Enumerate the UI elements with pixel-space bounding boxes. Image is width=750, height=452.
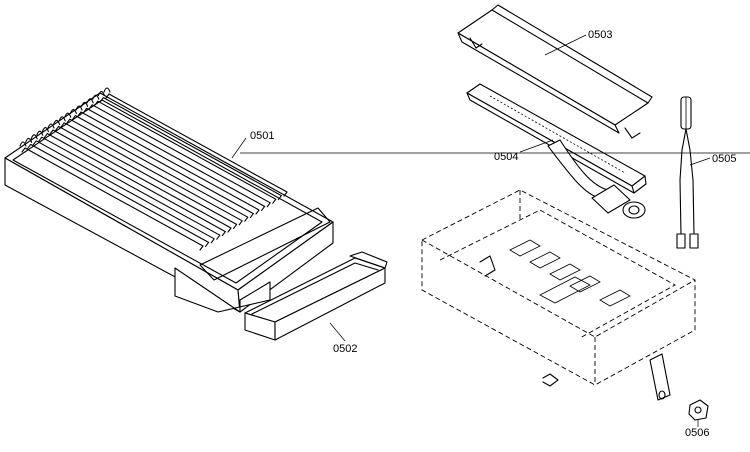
burner-box-housing [421,189,696,401]
grate-fin-curl [58,116,66,122]
grate-fin [21,147,204,251]
label-0501: 0501 [250,130,274,142]
grate-fin-curl [41,127,49,133]
grate-fin-curl [25,137,33,143]
grate-fin-curl [103,87,111,93]
grate-fin-curl [64,112,72,118]
grate-fin-curl [36,130,44,136]
grate-fin [32,140,215,244]
label-0504: 0504 [494,151,518,163]
part-0503-heat-shield[interactable] [457,4,653,139]
label-0505: 0505 [712,153,736,165]
label-0503: 0503 [588,29,612,41]
leader-0505 [689,157,711,166]
leader-0503 [544,34,587,56]
grate-fin-curl [53,119,61,125]
grate-fins [19,87,288,251]
grate-fin [66,118,249,222]
grate-fin-curl [81,101,89,107]
grate-fin [105,93,288,197]
grate-fin [88,104,271,208]
grate-fin [77,111,260,215]
part-0505-igniter[interactable] [676,96,699,249]
grate-fin [55,125,238,229]
grate-fin-curl [92,94,100,100]
grate-fin [43,133,226,237]
part-0501-grill-tray[interactable] [4,87,334,313]
grate-fin-curl [69,109,77,115]
grate-fin [71,115,254,219]
grate-fin [99,97,282,201]
grate-fin [94,100,277,204]
part-0506-fitting[interactable] [688,399,709,421]
grate-fin [83,107,266,211]
grate-fin [38,136,221,240]
grate-fin [60,122,243,226]
leader-0504 [519,139,554,153]
grate-fin-curl [47,123,55,129]
label-0506: 0506 [685,427,709,439]
grate-fin-curl [97,91,105,97]
part-0502-drip-tray[interactable] [244,251,388,341]
grate-fin-curl [75,105,83,111]
grate-fin-curl [86,98,94,104]
grate-fin-curl [30,134,38,140]
label-0502: 0502 [333,343,357,355]
grate-fin [27,143,210,247]
grate-fin-curl [19,141,27,147]
leader-0502 [329,322,346,342]
grate-fin [49,129,232,233]
part-0504-burner[interactable] [466,83,647,219]
leader-0501 [231,137,247,159]
